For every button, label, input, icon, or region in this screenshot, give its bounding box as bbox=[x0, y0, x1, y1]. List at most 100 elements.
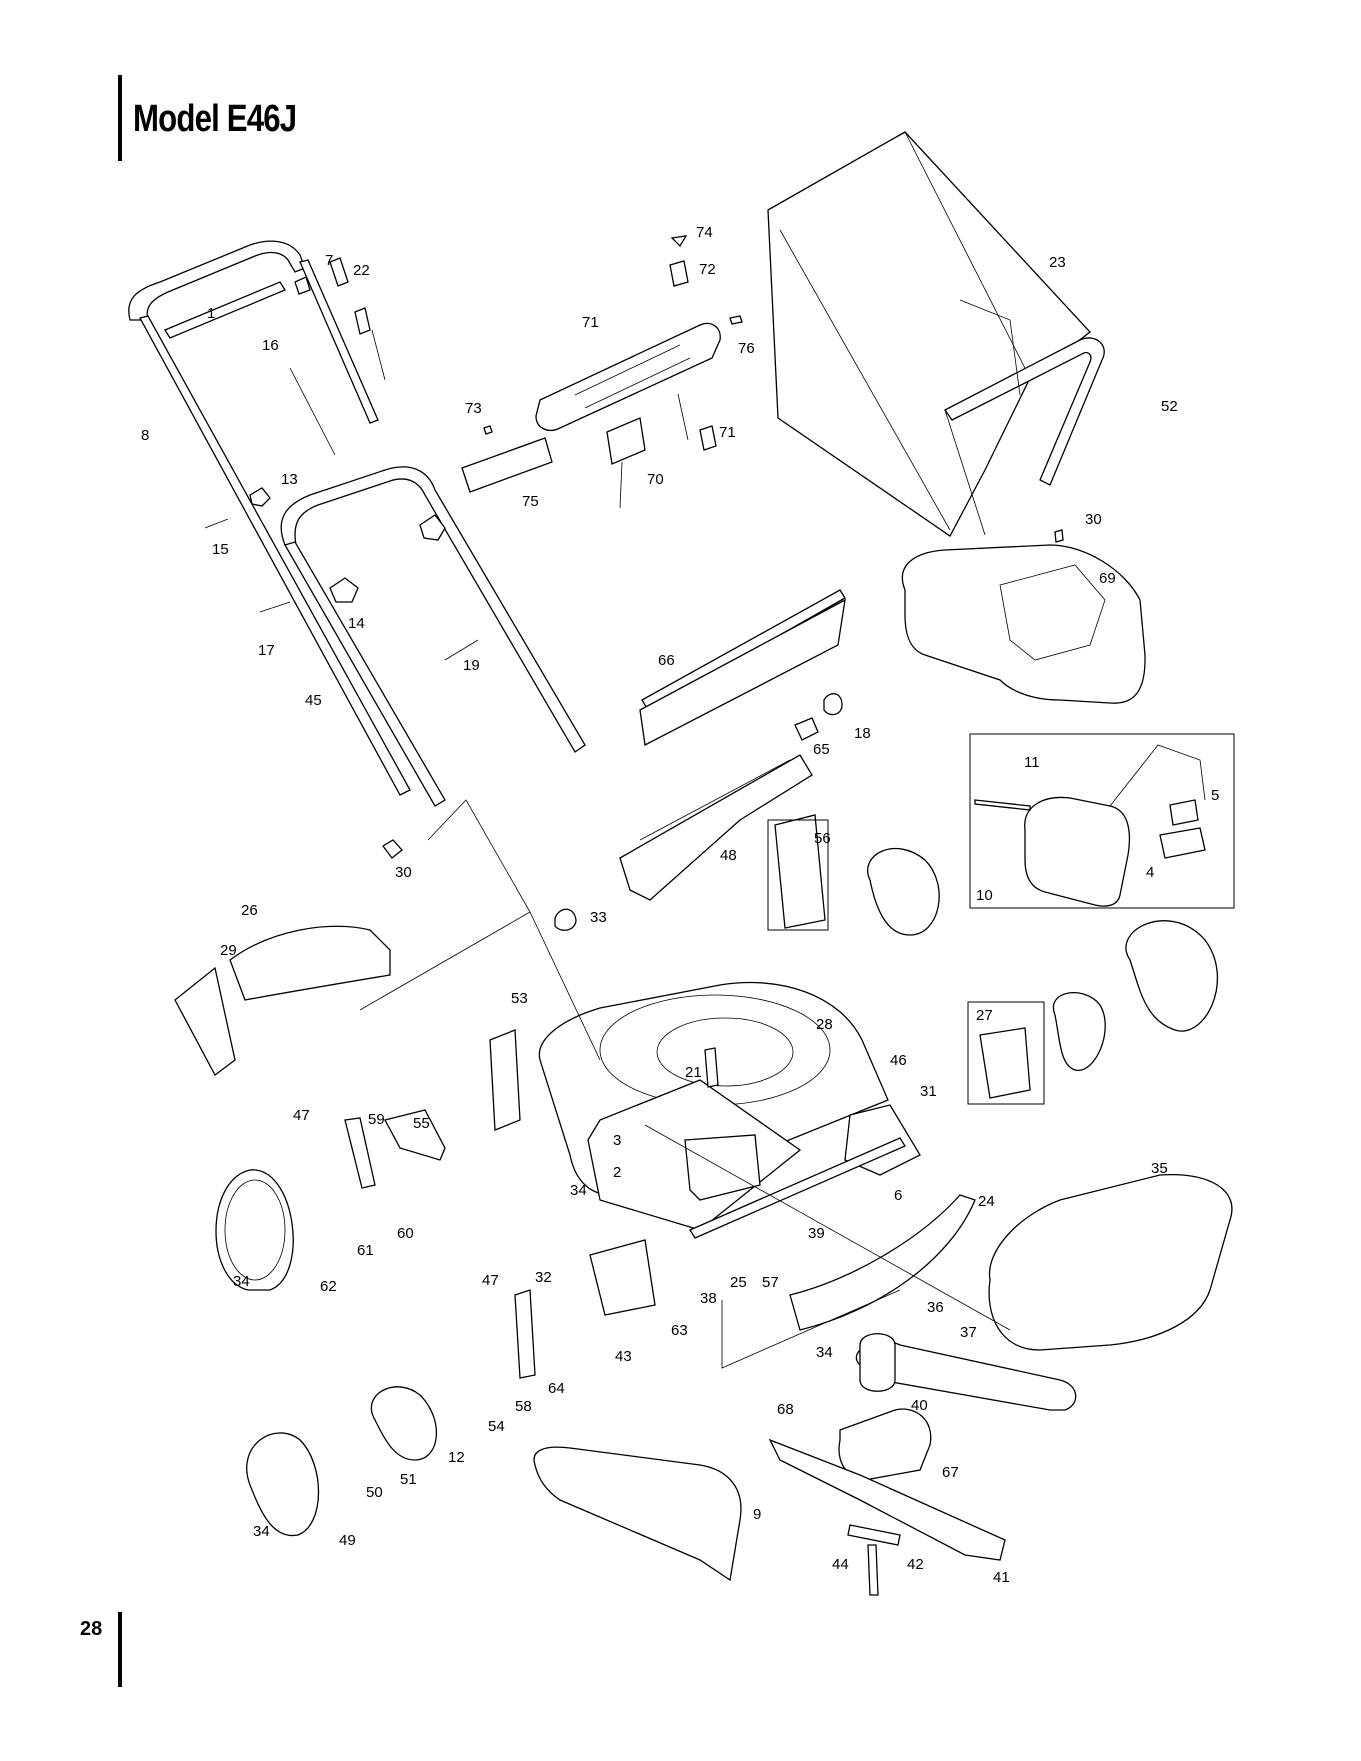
mulch-plug-inset bbox=[970, 734, 1234, 908]
wheel-49 bbox=[247, 1433, 319, 1536]
callout-4: 4 bbox=[1146, 864, 1154, 881]
callout-26: 26 bbox=[241, 902, 258, 919]
footer-bar bbox=[118, 1612, 122, 1687]
wheel-56 bbox=[868, 849, 939, 935]
callout-43: 43 bbox=[615, 1348, 632, 1365]
callout-58: 58 bbox=[515, 1398, 532, 1415]
callout-3: 3 bbox=[613, 1132, 621, 1149]
callout-19: 19 bbox=[463, 657, 480, 674]
bail-bar bbox=[165, 282, 285, 338]
callout-34a: 34 bbox=[570, 1182, 587, 1199]
key-tag-74 bbox=[672, 236, 686, 246]
pulley-40 bbox=[860, 1334, 895, 1392]
callout-31: 31 bbox=[920, 1083, 937, 1100]
switch-box-71 bbox=[536, 323, 720, 430]
lower-handle-left bbox=[285, 542, 445, 806]
callout-42: 42 bbox=[907, 1556, 924, 1573]
callout-71b: 71 bbox=[719, 424, 736, 441]
inset-label-10: 10 bbox=[976, 887, 993, 904]
callout-63: 63 bbox=[671, 1322, 688, 1339]
callout-62: 62 bbox=[320, 1278, 337, 1295]
callout-48: 48 bbox=[720, 847, 737, 864]
wheel-62 bbox=[216, 1170, 293, 1290]
callout-9: 9 bbox=[753, 1506, 761, 1523]
callout-75: 75 bbox=[522, 493, 539, 510]
callout-34d: 34 bbox=[253, 1523, 270, 1540]
key-72 bbox=[670, 261, 688, 286]
callout-6: 6 bbox=[894, 1187, 902, 1204]
callout-24: 24 bbox=[978, 1193, 995, 1210]
screw-30 bbox=[1055, 530, 1063, 542]
callout-66: 66 bbox=[658, 652, 675, 669]
screw-73 bbox=[484, 426, 492, 434]
callout-71a: 71 bbox=[582, 314, 599, 331]
callout-57: 57 bbox=[762, 1274, 779, 1291]
drive-63 bbox=[590, 1240, 655, 1315]
callout-13: 13 bbox=[281, 471, 298, 488]
mulch-plug bbox=[1025, 797, 1130, 906]
cable-end bbox=[355, 308, 370, 334]
callout-32: 32 bbox=[535, 1269, 552, 1286]
callout-17: 17 bbox=[258, 642, 275, 659]
callout-12: 12 bbox=[448, 1449, 465, 1466]
callout-15: 15 bbox=[212, 541, 229, 558]
wheel-12 bbox=[371, 1387, 436, 1460]
callout-40: 40 bbox=[911, 1397, 928, 1414]
callout-45: 45 bbox=[305, 692, 322, 709]
callout-61: 61 bbox=[357, 1242, 374, 1259]
callout-2: 2 bbox=[613, 1164, 621, 1181]
engine-cover-69 bbox=[902, 530, 1145, 703]
deck-assembly bbox=[216, 982, 888, 1290]
callout-54: 54 bbox=[488, 1418, 505, 1435]
handle-bracket-30 bbox=[383, 840, 402, 858]
callout-53: 53 bbox=[511, 990, 528, 1007]
callout-36: 36 bbox=[927, 1299, 944, 1316]
lever-47 bbox=[345, 1118, 375, 1188]
bracket-4 bbox=[1160, 828, 1205, 858]
callout-72: 72 bbox=[699, 261, 716, 278]
callout-16: 16 bbox=[262, 337, 279, 354]
rod-11 bbox=[975, 800, 1030, 810]
callout-47a: 47 bbox=[293, 1107, 310, 1124]
screw-76 bbox=[730, 316, 742, 324]
callout-1: 1 bbox=[207, 305, 215, 322]
handle-left-rail bbox=[140, 316, 410, 795]
callout-23: 23 bbox=[1049, 254, 1066, 271]
bracket-53 bbox=[490, 1030, 520, 1130]
callout-18: 18 bbox=[854, 725, 871, 742]
callout-8: 8 bbox=[141, 427, 149, 444]
handle-knob-13 bbox=[250, 488, 270, 506]
spring-5 bbox=[1170, 800, 1198, 825]
callout-69: 69 bbox=[1099, 570, 1116, 587]
callout-30a: 30 bbox=[395, 864, 412, 881]
spring-33 bbox=[555, 909, 576, 930]
spring-18 bbox=[824, 694, 842, 715]
callout-37: 37 bbox=[960, 1324, 977, 1341]
callout-38: 38 bbox=[700, 1290, 717, 1307]
callout-14: 14 bbox=[348, 615, 365, 632]
callout-41: 41 bbox=[993, 1569, 1010, 1586]
callout-74: 74 bbox=[696, 224, 713, 241]
blade-stiffener-42 bbox=[848, 1525, 900, 1545]
callout-49: 49 bbox=[339, 1532, 356, 1549]
callout-47b: 47 bbox=[482, 1272, 499, 1289]
bolt-44 bbox=[868, 1545, 878, 1595]
box-label-56: 56 bbox=[814, 830, 831, 847]
callout-21: 21 bbox=[685, 1064, 702, 1081]
callout-68: 68 bbox=[777, 1401, 794, 1418]
callout-50: 50 bbox=[366, 1484, 383, 1501]
rear-wheel-gear bbox=[1053, 993, 1105, 1071]
callout-33: 33 bbox=[590, 909, 607, 926]
callout-64: 64 bbox=[548, 1380, 565, 1397]
lever-64 bbox=[515, 1290, 535, 1378]
callout-28: 28 bbox=[816, 1016, 833, 1033]
bracket-36 bbox=[790, 1195, 975, 1330]
drive-27 bbox=[980, 1028, 1030, 1098]
callout-11: 11 bbox=[1024, 754, 1040, 771]
blade-adapter-67 bbox=[839, 1409, 931, 1480]
callout-25: 25 bbox=[730, 1274, 747, 1291]
front-guard-29 bbox=[175, 968, 235, 1075]
handle-assembly bbox=[129, 241, 585, 858]
bolt-15 bbox=[205, 519, 228, 528]
spring-65 bbox=[795, 718, 818, 740]
